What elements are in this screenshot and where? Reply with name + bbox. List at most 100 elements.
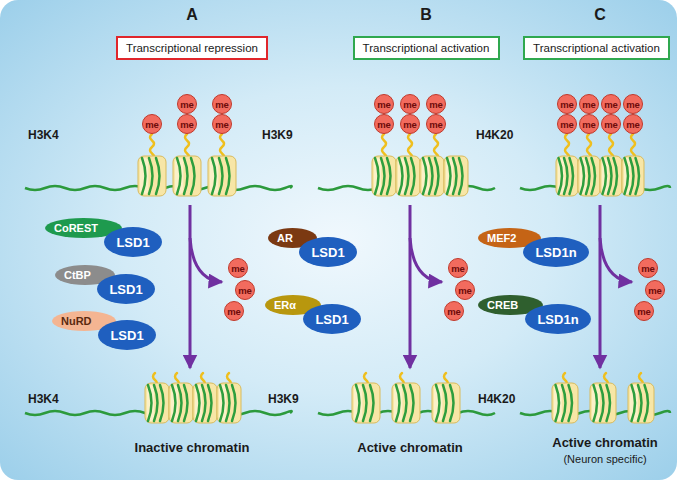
node-text: me xyxy=(626,99,640,110)
dna-wrap xyxy=(387,158,391,194)
methyl-circle: me xyxy=(212,114,232,134)
dna-wrap xyxy=(594,385,598,421)
node-text: me xyxy=(377,99,391,110)
node-text: me xyxy=(604,119,618,130)
dna-wrap xyxy=(363,385,367,421)
dna-wrap xyxy=(447,158,451,194)
dna-wrap xyxy=(405,158,409,194)
dna-wrap xyxy=(177,158,181,194)
methyl-circle: me xyxy=(228,258,248,278)
dna-wrap xyxy=(411,158,415,194)
node-text: me xyxy=(180,99,194,110)
nucleosome-highlight xyxy=(398,158,405,194)
nucleosome xyxy=(600,156,622,196)
dna-wrap xyxy=(375,158,379,194)
node-text: me xyxy=(403,119,417,130)
dna-wrap xyxy=(160,385,164,421)
dna-wrap xyxy=(450,385,454,421)
nucleosome-highlight xyxy=(195,385,202,421)
dna-wrap xyxy=(172,385,176,421)
node-text: LSD1 xyxy=(311,245,344,260)
dna-wrap xyxy=(638,385,642,421)
node-text: Transcriptional activation xyxy=(363,42,490,54)
methyl-circle: me xyxy=(142,114,162,134)
nucleosome xyxy=(193,383,217,423)
methyl-circle: me xyxy=(374,114,394,134)
methyl-circle: me xyxy=(455,280,475,300)
methyl-circle: me xyxy=(426,114,446,134)
dna-wrap xyxy=(603,158,607,194)
enzyme-oval: LSD1 xyxy=(98,320,156,350)
nucleosome xyxy=(352,383,380,423)
node-text: me xyxy=(238,285,252,296)
node-text: LSD1 xyxy=(109,282,142,297)
nucleosome xyxy=(628,383,654,423)
dna-wrap xyxy=(196,385,200,421)
nucleosome-highlight xyxy=(580,158,587,194)
node-text: me xyxy=(604,99,618,110)
dna-wrap xyxy=(399,158,403,194)
nucleosome-highlight xyxy=(394,385,402,421)
methyl-circle: me xyxy=(177,94,197,114)
dna-wrap xyxy=(410,385,414,421)
dna-wrap xyxy=(607,385,611,421)
dna-wrap xyxy=(184,385,188,421)
enzyme-oval: LSD1n xyxy=(525,304,591,334)
nucleosome xyxy=(372,156,396,196)
node-text: me xyxy=(429,99,443,110)
methyl-circle: me xyxy=(645,280,665,300)
methyl-circle: me xyxy=(426,94,446,114)
enzyme-oval: LSD1 xyxy=(97,274,155,304)
nucleosome-highlight xyxy=(554,385,562,421)
nucleosome xyxy=(622,156,644,196)
methyl-circle: me xyxy=(400,114,420,134)
enzyme-oval: LSD1 xyxy=(299,237,357,267)
node-text: ERα xyxy=(274,299,296,311)
dna-wrap xyxy=(423,158,427,194)
nucleosome xyxy=(392,383,420,423)
dna-wrap xyxy=(564,158,568,194)
node-text: me xyxy=(641,263,655,274)
release-arrow xyxy=(190,238,222,282)
methyl-circle: me xyxy=(634,301,654,321)
methyl-circle: me xyxy=(579,94,599,114)
nucleosome-highlight xyxy=(422,158,429,194)
dna-wrap xyxy=(556,385,560,421)
dna-wrap xyxy=(436,385,440,421)
node-text: me xyxy=(458,285,472,296)
node-text: CoREST xyxy=(54,222,98,234)
node-text: me xyxy=(377,119,391,130)
dna-wrap xyxy=(356,385,360,421)
node-text: me xyxy=(145,119,159,130)
dna-wrap xyxy=(429,158,433,194)
nucleosome-highlight xyxy=(171,385,178,421)
dna-wrap xyxy=(154,385,158,421)
release-arrow xyxy=(410,238,442,282)
nucleosome-highlight xyxy=(175,158,183,194)
dna-wrap xyxy=(443,385,447,421)
nucleosome-highlight xyxy=(630,385,638,421)
node-text: me xyxy=(447,306,461,317)
node-text: Transcriptional activation xyxy=(533,42,660,54)
nucleosome-highlight xyxy=(558,158,565,194)
node-text: AR xyxy=(277,232,293,244)
dna-wrap xyxy=(184,158,188,194)
chromatin-state: Active chromatin xyxy=(552,435,657,450)
node-text: me xyxy=(626,119,640,130)
histone-label: H3K9 xyxy=(268,392,299,406)
nucleosome xyxy=(217,383,241,423)
chromatin-state: Active chromatin xyxy=(357,440,462,455)
node-text: me xyxy=(451,263,465,274)
dna-wrap xyxy=(608,158,612,194)
node-text: me xyxy=(215,99,229,110)
nucleosome xyxy=(578,156,600,196)
methyl-circle: me xyxy=(374,94,394,114)
node-text: me xyxy=(429,119,443,130)
dna-wrap xyxy=(630,158,634,194)
enzyme-oval: LSD1 xyxy=(303,304,361,334)
chromatin-state: Inactive chromatin xyxy=(135,440,250,455)
nucleosome xyxy=(556,156,578,196)
node-text: me xyxy=(582,119,596,130)
node-text: LSD1 xyxy=(315,312,348,327)
